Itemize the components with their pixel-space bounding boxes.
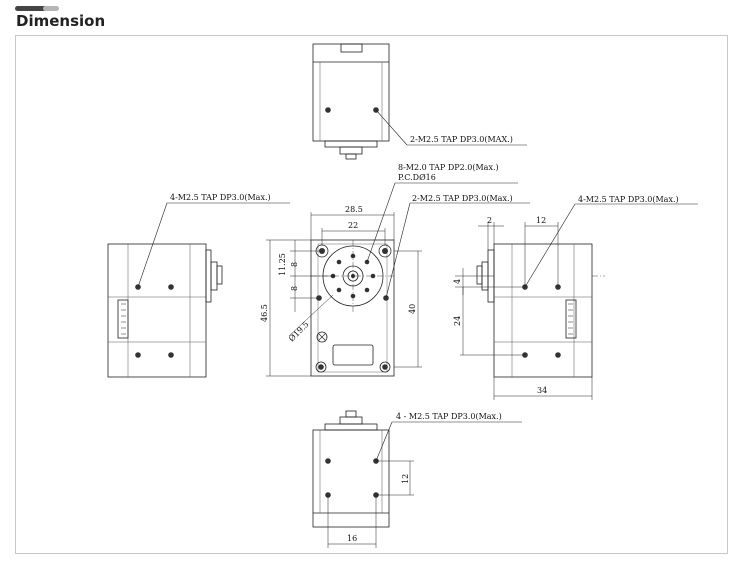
front-hub-note-line1: 8-M2.0 TAP DP2.0(Max.) — [398, 163, 499, 172]
right-dim-34: 34 — [537, 386, 547, 395]
right-dim-4: 4 — [453, 279, 462, 284]
bottom-dim-16: 16 — [347, 534, 357, 543]
front-dim-11-25: 11.25 — [278, 253, 287, 276]
right-dim-12: 12 — [536, 216, 546, 225]
front-dim-40: 40 — [408, 304, 417, 314]
section-title: Dimension — [16, 12, 106, 30]
front-diameter: Ø19.5 — [287, 320, 311, 344]
top-view-note: 2-M2.5 TAP DP3.0(MAX.) — [410, 135, 513, 144]
front-dim-8-b: 8 — [290, 286, 299, 291]
section-tab-indicator — [15, 6, 59, 11]
right-dim-24: 24 — [453, 316, 462, 326]
front-holes-note: 2-M2.5 TAP DP3.0(Max.) — [412, 194, 513, 203]
left-view: 4-M2.5 TAP DP3.0(Max.) — [107, 193, 290, 378]
top-view: 2-M2.5 TAP DP3.0(MAX.) — [312, 43, 527, 160]
front-width-inner: 22 — [348, 221, 358, 230]
bottom-view: 4 - M2.5 TAP DP3.0(Max.) 12 16 — [312, 410, 522, 548]
front-hub-note-line2: P.C.DØ16 — [398, 173, 436, 182]
front-width-outer: 28.5 — [345, 205, 363, 214]
right-view-note: 4-M2.5 TAP DP3.0(Max.) — [578, 195, 679, 204]
front-view: 28.5 22 46.5 11.25 8 8 Ø19.5 40 8-M2.0 T… — [260, 163, 530, 377]
bottom-view-note: 4 - M2.5 TAP DP3.0(Max.) — [396, 412, 502, 421]
dimension-drawing-frame — [15, 35, 728, 554]
front-height: 46.5 — [260, 304, 269, 322]
right-view: 2 12 4 24 34 4-M2.5 TAP DP3.0(Max.) — [453, 195, 698, 400]
bottom-dim-12: 12 — [401, 474, 410, 484]
right-dim-2: 2 — [487, 216, 492, 225]
left-view-note: 4-M2.5 TAP DP3.0(Max.) — [170, 193, 271, 202]
front-dim-8-a: 8 — [290, 262, 299, 267]
